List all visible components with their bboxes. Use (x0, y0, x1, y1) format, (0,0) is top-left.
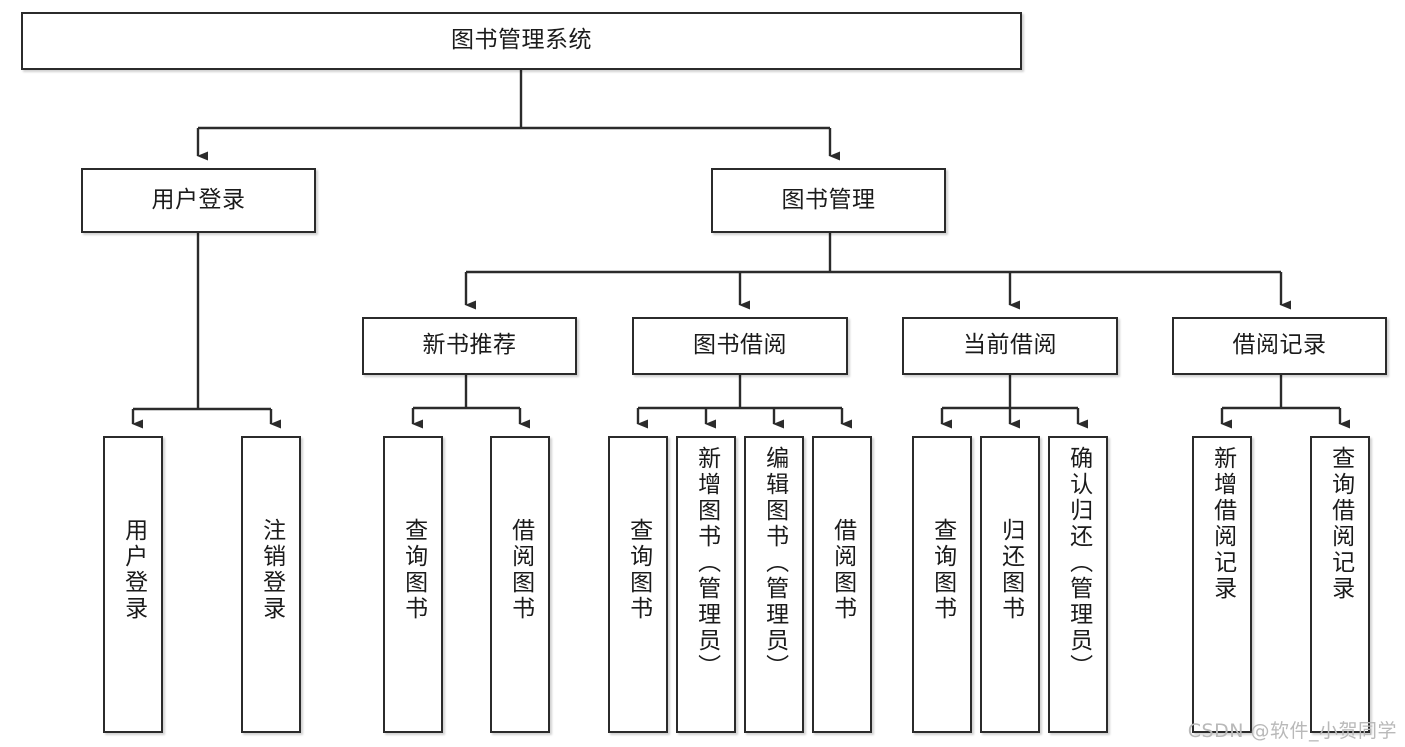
leaf-add-book-admin[interactable]: 新增图书（管理员） (676, 436, 736, 733)
leaf-return-book[interactable]: 归还图书 (980, 436, 1040, 733)
leaf-borrow-book-newbook[interactable]: 借阅图书 (490, 436, 550, 733)
leaf-add-book-admin-label: 新增图书（管理员） (693, 446, 720, 680)
leaf-borrow-book-newbook-label: 借阅图书 (507, 518, 534, 622)
node-current-borrow-label: 当前借阅 (963, 332, 1057, 359)
leaf-confirm-return-admin[interactable]: 确认归还（管理员） (1048, 436, 1108, 733)
leaf-user-login-label: 用户登录 (120, 518, 147, 622)
leaf-query-book-current-label: 查询图书 (929, 518, 956, 622)
leaf-user-login[interactable]: 用户登录 (103, 436, 163, 733)
leaf-query-book-newbook-label: 查询图书 (400, 518, 427, 622)
node-borrow-record[interactable]: 借阅记录 (1172, 317, 1387, 375)
leaf-query-book-borrow[interactable]: 查询图书 (608, 436, 668, 733)
node-book-borrow-label: 图书借阅 (693, 332, 787, 359)
node-root-label: 图书管理系统 (451, 27, 592, 54)
node-new-book-recommend[interactable]: 新书推荐 (362, 317, 577, 375)
node-user-login[interactable]: 用户登录 (81, 168, 316, 233)
leaf-query-book-newbook[interactable]: 查询图书 (383, 436, 443, 733)
node-current-borrow[interactable]: 当前借阅 (902, 317, 1118, 375)
node-new-book-recommend-label: 新书推荐 (422, 332, 517, 359)
csdn-watermark: CSDN @软件_小贺同学 (1187, 720, 1397, 742)
node-book-management-label: 图书管理 (781, 186, 876, 213)
leaf-confirm-return-admin-label: 确认归还（管理员） (1065, 446, 1092, 680)
node-book-management[interactable]: 图书管理 (711, 168, 946, 233)
node-borrow-record-label: 借阅记录 (1232, 332, 1327, 359)
node-root-library-system[interactable]: 图书管理系统 (21, 12, 1022, 70)
leaf-logout-label: 注销登录 (258, 518, 285, 622)
node-book-borrow[interactable]: 图书借阅 (632, 317, 848, 375)
leaf-borrow-book-borrow-label: 借阅图书 (829, 518, 856, 622)
leaf-edit-book-admin-label: 编辑图书（管理员） (761, 446, 788, 680)
leaf-query-borrow-record-label: 查询借阅记录 (1327, 446, 1354, 602)
leaf-query-borrow-record[interactable]: 查询借阅记录 (1310, 436, 1370, 733)
leaf-return-book-label: 归还图书 (997, 518, 1024, 622)
leaf-add-borrow-record-label: 新增借阅记录 (1209, 446, 1236, 602)
leaf-borrow-book-borrow[interactable]: 借阅图书 (812, 436, 872, 733)
leaf-add-borrow-record[interactable]: 新增借阅记录 (1192, 436, 1252, 733)
leaf-query-book-borrow-label: 查询图书 (625, 518, 652, 622)
leaf-query-book-current[interactable]: 查询图书 (912, 436, 972, 733)
node-user-login-label: 用户登录 (151, 186, 246, 213)
leaf-edit-book-admin[interactable]: 编辑图书（管理员） (744, 436, 804, 733)
leaf-logout[interactable]: 注销登录 (241, 436, 301, 733)
